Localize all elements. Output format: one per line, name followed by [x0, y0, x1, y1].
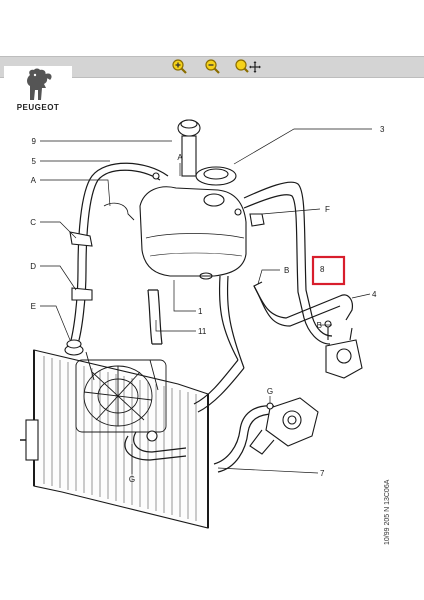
callout-11: 11 — [198, 327, 207, 336]
callout-d: D — [30, 262, 36, 271]
brand-name: PEUGEOT — [16, 103, 60, 112]
hose-clamps — [64, 172, 265, 356]
callout-8: 8 — [320, 265, 325, 274]
viewer-toolbar — [0, 56, 424, 78]
zoom-out-button[interactable] — [203, 58, 221, 76]
zoom-out-icon — [205, 59, 220, 74]
callout-3: 3 — [380, 125, 385, 134]
zoom-in-button[interactable] — [170, 58, 188, 76]
zoom-in-icon — [172, 59, 187, 74]
callout-labels: 9 5 A C D E A 3 F B 8 4 B 1 11 G 7 G — [30, 125, 385, 484]
callout-4: 4 — [372, 290, 377, 299]
hoses — [69, 162, 353, 473]
callout-9: 9 — [32, 137, 37, 146]
callout-1: 1 — [198, 307, 203, 316]
pan-button[interactable] — [234, 58, 262, 76]
callout-b-mid: B — [284, 266, 289, 275]
callout-e: E — [31, 302, 36, 311]
callout-g-right: G — [267, 387, 273, 396]
callout-g-bottom: G — [129, 475, 135, 484]
reference-code: 10/99 205 N 13C06A — [384, 479, 391, 545]
water-outlet — [146, 397, 319, 455]
pan-icon — [235, 59, 261, 73]
brand-logo: PEUGEOT — [4, 66, 72, 116]
callout-a-top: A — [177, 153, 183, 162]
callout-c: C — [30, 218, 36, 227]
callout-a-left: A — [31, 176, 37, 185]
callout-5: 5 — [32, 157, 37, 166]
radiator — [20, 349, 209, 529]
callout-7: 7 — [320, 469, 325, 478]
lion-icon — [27, 68, 52, 100]
part-highlight-box — [311, 255, 346, 286]
fan-assembly — [75, 351, 167, 433]
expansion-tank — [139, 119, 247, 280]
callout-b-right: B — [317, 321, 322, 330]
leader-lines — [40, 128, 372, 474]
thermostat-housing — [324, 320, 363, 379]
callout-f: F — [325, 205, 330, 214]
